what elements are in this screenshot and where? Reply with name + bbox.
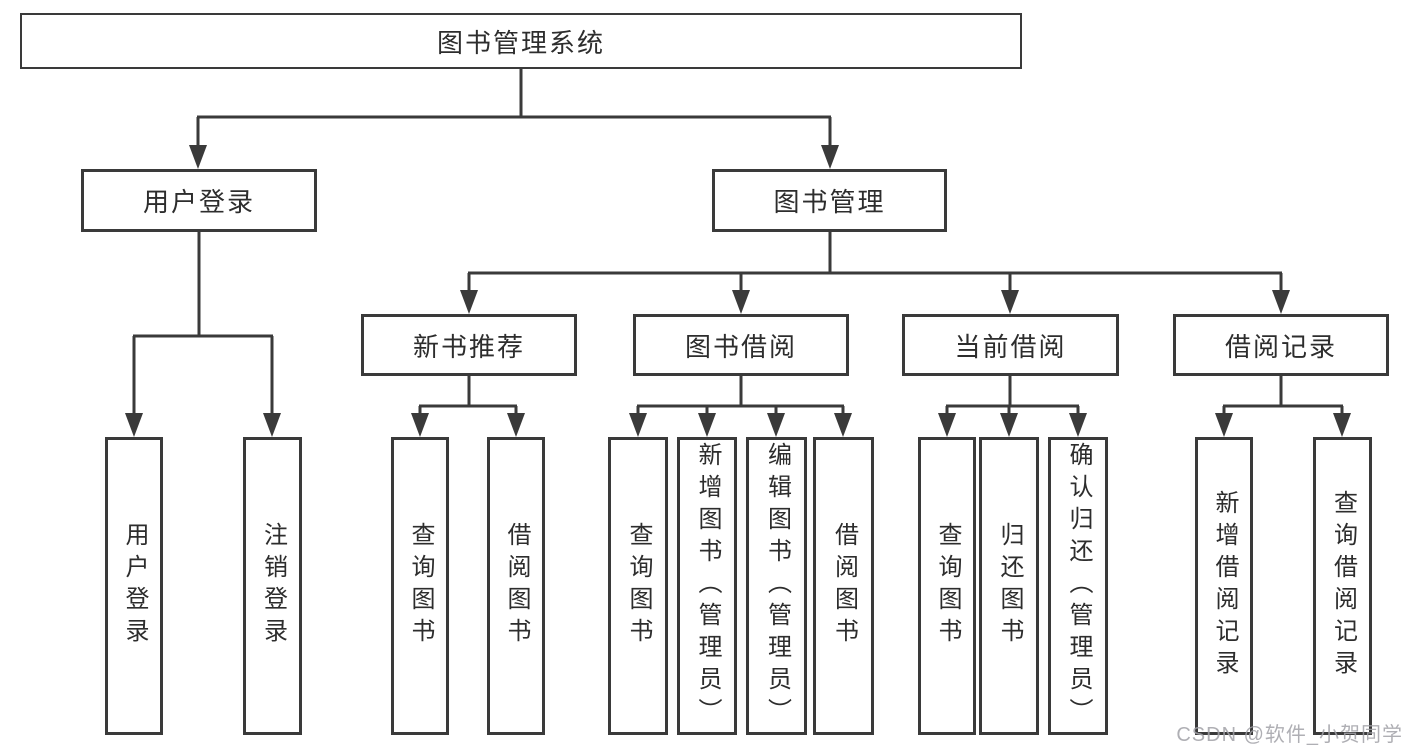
connector-current-borrowing-children bbox=[938, 376, 1087, 437]
leaf-query-books-borrowing: 查询图书 bbox=[608, 437, 668, 735]
leaf-edit-books-admin: 编辑图书（管理员） bbox=[746, 437, 807, 735]
node-library-management-system: 图书管理系统 bbox=[20, 13, 1022, 69]
connector-user-login-children bbox=[125, 232, 281, 437]
node-label: 新书推荐 bbox=[412, 331, 525, 362]
leaf-label: 新增借阅记录 bbox=[1211, 490, 1238, 682]
leaf-label: 注销登录 bbox=[259, 522, 287, 650]
node-label: 用户登录 bbox=[142, 187, 255, 217]
leaf-user-login: 用户登录 bbox=[105, 437, 163, 735]
leaf-label: 查询图书 bbox=[625, 522, 652, 650]
connector-new-book-recommendation-children bbox=[411, 376, 525, 437]
node-label: 当前借阅 bbox=[954, 331, 1067, 362]
leaf-query-borrow-record: 查询借阅记录 bbox=[1313, 437, 1372, 735]
connector-borrowing-records-children bbox=[1215, 376, 1351, 437]
leaf-label: 借阅图书 bbox=[830, 522, 858, 650]
connector-book-management-children bbox=[460, 232, 1290, 314]
leaf-label: 查询图书 bbox=[407, 522, 434, 650]
node-new-book-recommendation: 新书推荐 bbox=[361, 314, 577, 376]
leaf-add-books-admin: 新增图书（管理员） bbox=[677, 437, 737, 735]
leaf-confirm-return-admin: 确认归还（管理员） bbox=[1048, 437, 1108, 735]
node-label: 借阅记录 bbox=[1224, 331, 1337, 362]
leaf-label: 查询图书 bbox=[934, 522, 961, 650]
leaf-return-books: 归还图书 bbox=[979, 437, 1039, 735]
leaf-label: 查询借阅记录 bbox=[1329, 490, 1357, 682]
node-label: 图书管理系统 bbox=[436, 27, 605, 58]
leaf-label: 借阅图书 bbox=[503, 522, 530, 650]
leaf-label: 用户登录 bbox=[121, 522, 148, 650]
node-user-login: 用户登录 bbox=[81, 169, 317, 232]
leaf-query-books-current: 查询图书 bbox=[918, 437, 976, 735]
watermark: CSDN @软件_小贺同学 bbox=[1176, 724, 1403, 746]
leaf-add-borrow-record: 新增借阅记录 bbox=[1195, 437, 1253, 735]
node-borrowing-records: 借阅记录 bbox=[1173, 314, 1389, 376]
node-label: 图书借阅 bbox=[684, 331, 797, 362]
leaf-logout: 注销登录 bbox=[243, 437, 302, 735]
node-book-borrowing: 图书借阅 bbox=[633, 314, 849, 376]
leaf-borrow-books-borrowing: 借阅图书 bbox=[813, 437, 874, 735]
connector-book-borrowing-children bbox=[629, 376, 852, 437]
node-book-management: 图书管理 bbox=[712, 169, 947, 232]
node-current-borrowing: 当前借阅 bbox=[902, 314, 1119, 376]
leaf-label: 归还图书 bbox=[996, 522, 1023, 650]
node-label: 图书管理 bbox=[773, 187, 886, 217]
connector-root-to-level2 bbox=[189, 69, 839, 169]
leaf-label: 编辑图书（管理员） bbox=[763, 442, 791, 730]
leaf-borrow-books-recommend: 借阅图书 bbox=[487, 437, 545, 735]
leaf-query-books-recommend: 查询图书 bbox=[391, 437, 449, 735]
leaf-label: 确认归还（管理员） bbox=[1065, 442, 1092, 730]
leaf-label: 新增图书（管理员） bbox=[694, 442, 721, 730]
